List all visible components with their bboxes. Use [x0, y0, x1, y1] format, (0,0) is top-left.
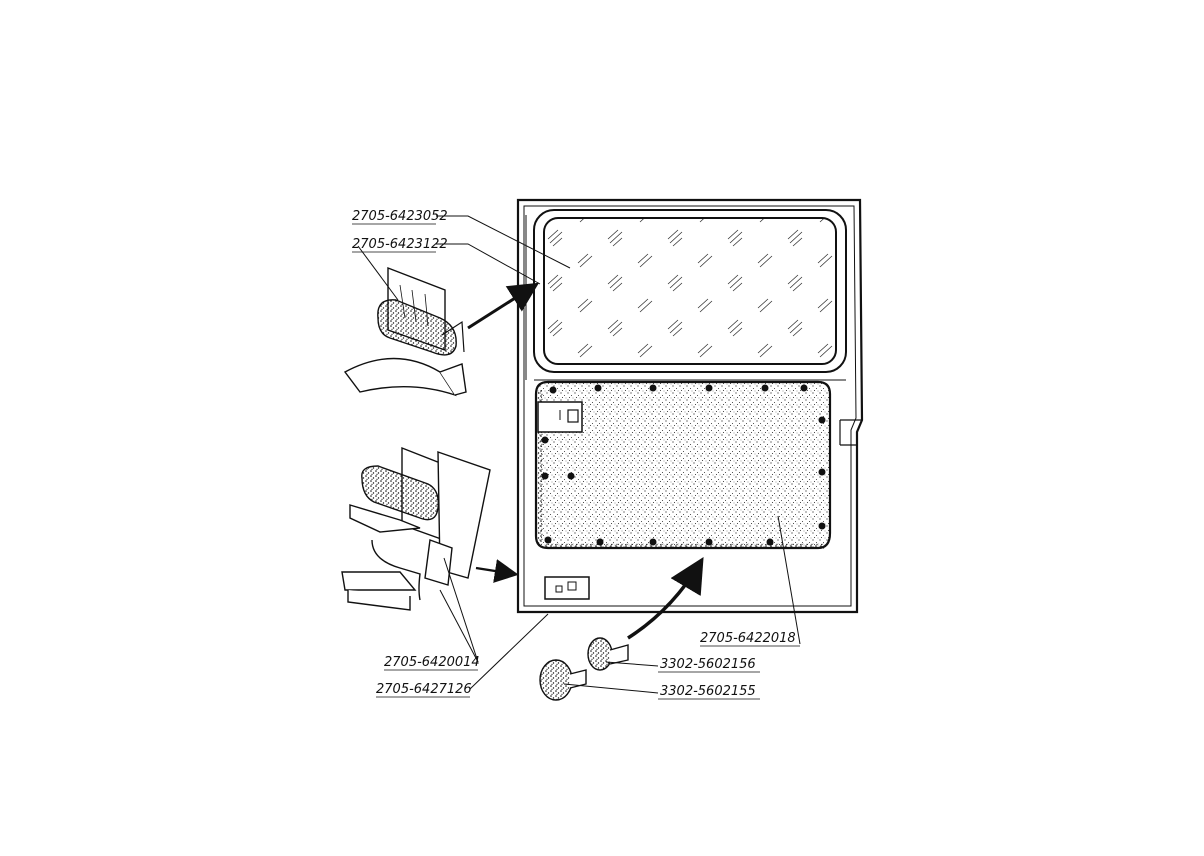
- callout-trim-panel: 2705-6422018: [700, 631, 796, 646]
- callout-glass-seal: 2705-6423122: [352, 237, 448, 252]
- door-inner-frame: [523, 205, 857, 607]
- door-seal-detail: [341, 446, 491, 611]
- clip-a-head: [587, 637, 613, 671]
- door-assembly: [516, 198, 864, 614]
- callout-clip-b: 3302-5602155: [660, 684, 756, 699]
- install-arrow: [627, 556, 704, 640]
- door-seal-arrow: [475, 559, 519, 583]
- leader-lines: [357, 215, 801, 694]
- glass-seal-arrow: [467, 282, 540, 330]
- clip-b-head: [539, 659, 573, 701]
- callout-door-panel: 2705-6427126: [376, 682, 472, 697]
- callout-clip-a: 3302-5602156: [660, 657, 756, 672]
- handle-slot: [567, 409, 579, 423]
- callout-glass: 2705-6423052: [352, 209, 448, 224]
- lock-plate: [544, 576, 590, 600]
- callout-labels: 2705-6423052 2705-6423122 2705-6420014 2…: [352, 209, 800, 700]
- callout-door-seal: 2705-6420014: [384, 655, 480, 670]
- glass-seal-detail: [343, 266, 467, 397]
- clip-fasteners: [539, 637, 629, 701]
- trim-clips: [541, 384, 826, 546]
- door-outer-frame: [516, 198, 864, 614]
- window-glass: [543, 217, 837, 365]
- door-edge-step: [839, 419, 862, 446]
